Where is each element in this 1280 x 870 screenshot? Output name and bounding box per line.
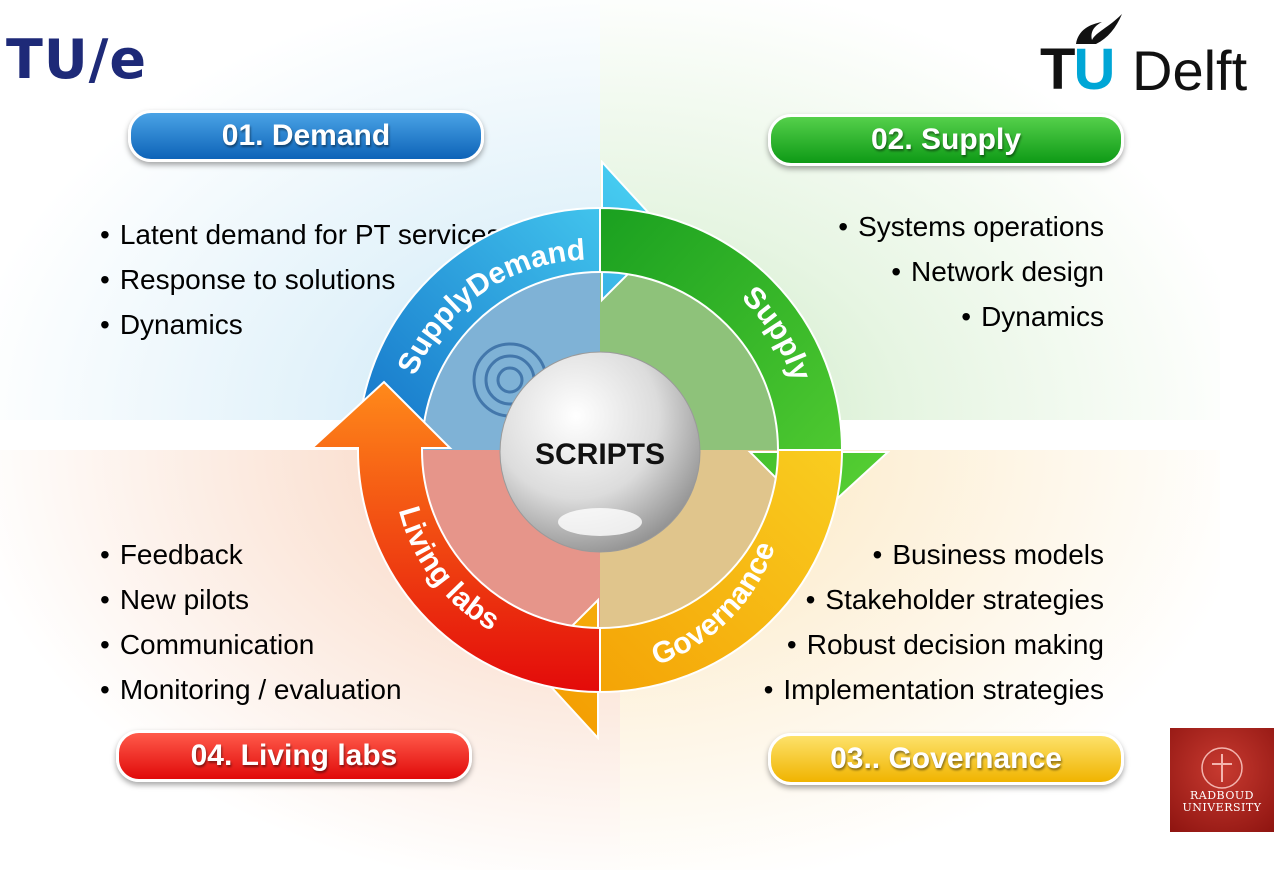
flame-icon xyxy=(1076,14,1122,44)
list-item: Communication xyxy=(100,622,402,667)
tudelft-logo-t: T xyxy=(1040,37,1075,102)
supply-title-pill: 02. Supply xyxy=(768,114,1124,166)
crest-icon xyxy=(1201,747,1243,789)
demand-title-pill: 01. Demand xyxy=(128,110,484,162)
tudelft-logo-tu: TU xyxy=(1040,36,1115,103)
radboud-line-2: UNIVERSITY xyxy=(1182,801,1262,814)
radboud-logo: RADBOUD UNIVERSITY xyxy=(1170,728,1274,832)
list-item: Dynamics xyxy=(838,294,1104,339)
list-item: Systems operations xyxy=(838,204,1104,249)
governance-title-pill: 03.. Governance xyxy=(768,733,1124,785)
list-item: Robust decision making xyxy=(764,622,1104,667)
cycle-svg: SupplyDemand Supply Governance Living la… xyxy=(310,160,890,740)
living-labs-bullet-list: Feedback New pilots Communication Monito… xyxy=(100,532,402,712)
supply-arrow xyxy=(599,206,890,520)
list-item: Business models xyxy=(764,532,1104,577)
tudelft-logo: TU Delft xyxy=(1040,10,1265,103)
tudelft-logo-delft: Delft xyxy=(1132,39,1248,102)
list-item: Implementation strategies xyxy=(764,667,1104,712)
list-item: Response to solutions xyxy=(100,257,501,302)
radboud-line-1: RADBOUD xyxy=(1190,789,1254,802)
supply-bullet-list: Systems operations Network design Dynami… xyxy=(838,204,1104,339)
living-labs-arrow xyxy=(310,380,601,694)
tue-logo: TU/e xyxy=(6,28,148,91)
tudelft-logo-tu-text: TU xyxy=(1040,37,1115,102)
center-label: SCRIPTS xyxy=(535,438,665,471)
list-item: Monitoring / evaluation xyxy=(100,667,402,712)
governance-arrow xyxy=(530,449,844,740)
list-item: Network design xyxy=(838,249,1104,294)
list-item: Stakeholder strategies xyxy=(764,577,1104,622)
tudelft-logo-u: U xyxy=(1073,37,1115,102)
demand-arrow xyxy=(356,160,670,451)
sphere-highlight xyxy=(558,508,642,536)
center-sphere xyxy=(499,351,701,553)
list-item: Feedback xyxy=(100,532,402,577)
demand-bullet-list: Latent demand for PT services Response t… xyxy=(100,212,501,347)
list-item: Dynamics xyxy=(100,302,501,347)
cycle-diagram: SupplyDemand Supply Governance Living la… xyxy=(310,160,890,740)
living-labs-title-pill: 04. Living labs xyxy=(116,730,472,782)
list-item: New pilots xyxy=(100,577,402,622)
list-item: Latent demand for PT services xyxy=(100,212,501,257)
governance-bullet-list: Business models Stakeholder strategies R… xyxy=(764,532,1104,712)
